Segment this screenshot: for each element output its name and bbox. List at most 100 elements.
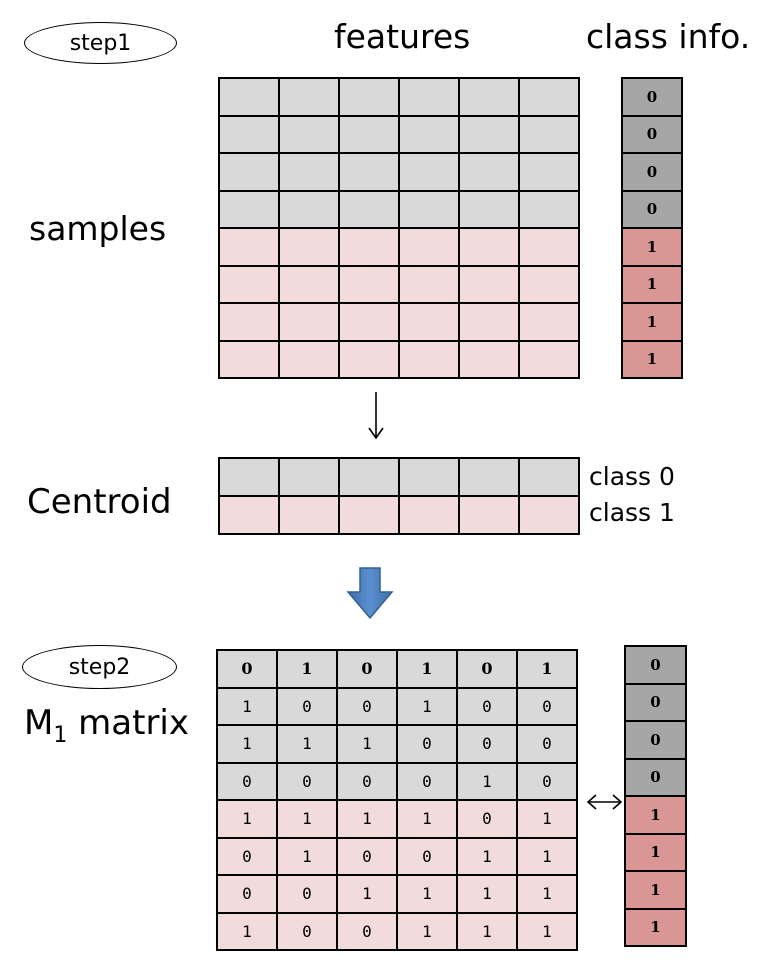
m1-cell: 1 — [398, 688, 458, 726]
class-label-cell: 1 — [626, 909, 687, 947]
sample-cell — [340, 79, 400, 117]
sample-cell — [280, 79, 340, 117]
m1-cell: 1 — [518, 838, 578, 876]
class-label-cell: 0 — [626, 722, 687, 760]
m1-cell: 1 — [218, 726, 278, 764]
m1-cell: 0 — [278, 876, 338, 914]
sample-cell — [400, 341, 460, 379]
sample-cell — [340, 341, 400, 379]
sample-cell — [220, 341, 280, 379]
sample-cell — [520, 191, 580, 229]
m1-cell: 1 — [278, 801, 338, 839]
m1-cell: 0 — [458, 688, 518, 726]
sample-cell — [220, 191, 280, 229]
m1-cell: 1 — [398, 876, 458, 914]
m1-cell: 0 — [518, 688, 578, 726]
class-label-cell: 0 — [626, 684, 687, 722]
sample-cell — [520, 79, 580, 117]
sample-cell — [220, 229, 280, 267]
m1-cell: 1 — [458, 876, 518, 914]
centroid-class0-label: class 0 — [589, 462, 675, 491]
step1-oval: step1 — [24, 22, 177, 64]
m1-header-cell: 1 — [518, 651, 578, 689]
class-label-cell: 1 — [626, 797, 687, 835]
sample-cell — [220, 116, 280, 154]
m1-header-cell: 1 — [398, 651, 458, 689]
centroid-class0-cell — [400, 459, 460, 497]
m1-cell: 1 — [518, 876, 578, 914]
m1-cell: 0 — [278, 913, 338, 951]
sample-cell — [460, 304, 520, 342]
m1-cell: 0 — [338, 838, 398, 876]
class-label-cell: 0 — [623, 79, 683, 117]
sample-cell — [460, 266, 520, 304]
sample-cell — [280, 304, 340, 342]
sample-cell — [280, 154, 340, 192]
samples-feature-grid — [218, 77, 580, 379]
sample-cell — [400, 79, 460, 117]
class-label-cell: 1 — [623, 266, 683, 304]
sample-cell — [520, 229, 580, 267]
sample-cell — [340, 191, 400, 229]
sample-cell — [460, 341, 520, 379]
sample-cell — [400, 304, 460, 342]
centroid-class1-cell — [340, 497, 400, 535]
m1-cell: 1 — [218, 801, 278, 839]
m1-cell: 1 — [218, 688, 278, 726]
features-heading: features — [334, 17, 471, 56]
m1-cell: 0 — [338, 688, 398, 726]
samples-label: samples — [29, 209, 167, 248]
centroid-label: Centroid — [27, 482, 172, 522]
sample-cell — [220, 304, 280, 342]
m1-cell: 1 — [518, 801, 578, 839]
m1-cell: 1 — [218, 913, 278, 951]
m1-header-cell: 0 — [338, 651, 398, 689]
m1-cell: 0 — [278, 688, 338, 726]
sample-cell — [340, 229, 400, 267]
sample-cell — [340, 266, 400, 304]
m1-cell: 1 — [278, 838, 338, 876]
m1-cell: 0 — [518, 726, 578, 764]
sample-cell — [220, 154, 280, 192]
centroid-class1-cell — [280, 497, 340, 535]
step2-label: step2 — [68, 654, 131, 680]
sample-cell — [280, 116, 340, 154]
sample-cell — [220, 79, 280, 117]
class-label-cell: 0 — [623, 191, 683, 229]
m1-cell: 0 — [398, 838, 458, 876]
m1-cell: 1 — [278, 726, 338, 764]
m1-cell: 1 — [398, 913, 458, 951]
m1-cell: 1 — [458, 838, 518, 876]
m1-cell: 0 — [218, 876, 278, 914]
m1-cell: 0 — [338, 763, 398, 801]
m1-cell: 0 — [338, 913, 398, 951]
class-label-cell: 1 — [626, 834, 687, 872]
sample-cell — [280, 341, 340, 379]
sample-cell — [340, 116, 400, 154]
m1-cell: 1 — [338, 801, 398, 839]
centroid-class1-cell — [460, 497, 520, 535]
m1-matrix-subscript: 1 — [53, 722, 68, 748]
m1-matrix-base: M — [24, 703, 54, 743]
class-label-cell: 0 — [626, 759, 687, 797]
sample-cell — [400, 191, 460, 229]
m1-header-cell: 1 — [278, 651, 338, 689]
centroid-class0-cell — [520, 459, 580, 497]
centroid-class1-cell — [400, 497, 460, 535]
m1-cell: 0 — [218, 763, 278, 801]
m1-cell: 1 — [518, 913, 578, 951]
class-label-cell: 1 — [623, 341, 683, 379]
step2-oval: step2 — [22, 645, 177, 689]
centroid-class1-label: class 1 — [589, 498, 675, 527]
class-label-cell: 0 — [623, 116, 683, 154]
class-label-cell: 1 — [626, 872, 687, 910]
centroid-class1-cell — [520, 497, 580, 535]
m1-matrix-label: M1 matrix — [24, 706, 189, 747]
sample-cell — [460, 154, 520, 192]
sample-cell — [520, 341, 580, 379]
sample-cell — [220, 266, 280, 304]
sample-cell — [280, 229, 340, 267]
